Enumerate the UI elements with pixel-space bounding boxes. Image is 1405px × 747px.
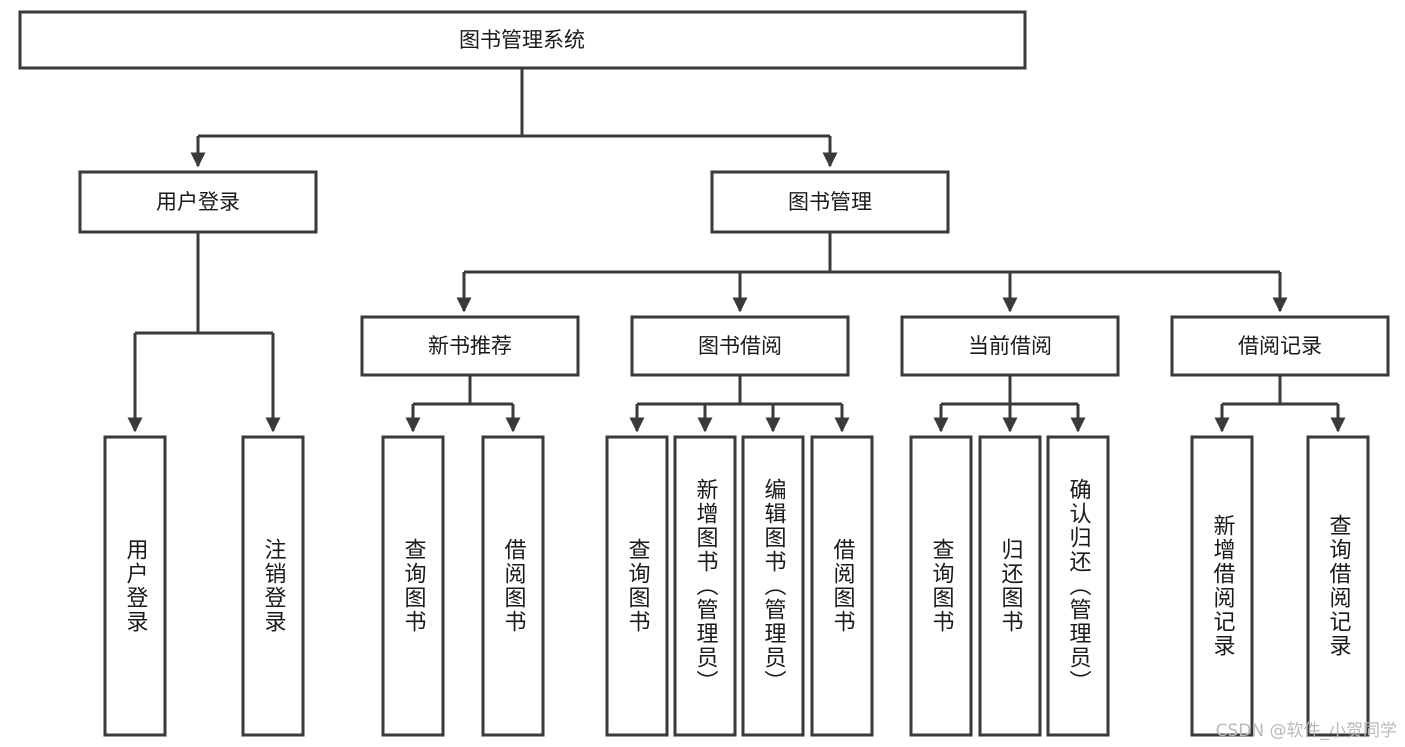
node-leaf-return-book-label: 归还图书 <box>998 538 1024 634</box>
node-leaf-query-book-rec[interactable]: 查询图书 <box>381 435 445 737</box>
node-leaf-add-record-box[interactable] <box>1190 435 1254 737</box>
node-leaf-borrow-book-rec-box[interactable] <box>481 435 545 737</box>
node-book-borrow[interactable]: 图书借阅 <box>630 315 850 377</box>
node-leaf-logout[interactable]: 注销登录 <box>241 435 305 737</box>
node-leaf-return-book-box[interactable] <box>978 435 1042 737</box>
node-user-login-label: 用户登录 <box>156 190 240 214</box>
node-leaf-logout-box[interactable] <box>241 435 305 737</box>
node-book-borrow-label: 图书借阅 <box>698 334 782 358</box>
node-leaf-add-book-label: 新增图书（管理员） <box>693 478 719 694</box>
node-leaf-query-book-bb-label: 查询图书 <box>625 538 651 634</box>
node-leaf-query-record[interactable]: 查询借阅记录 <box>1306 435 1370 737</box>
node-leaf-confirm-return[interactable]: 确认归还（管理员） <box>1046 435 1110 737</box>
node-leaf-query-record-box[interactable] <box>1306 435 1370 737</box>
node-leaf-confirm-return-label: 确认归还（管理员） <box>1066 478 1092 694</box>
node-leaf-add-book[interactable]: 新增图书（管理员） <box>673 435 737 737</box>
node-leaf-user-login-box[interactable] <box>103 435 167 737</box>
node-root-box[interactable] <box>18 10 1027 70</box>
connector-group-new-book-rec <box>405 375 521 433</box>
node-leaf-query-book-bb[interactable]: 查询图书 <box>605 435 669 737</box>
node-leaf-query-book-cb[interactable]: 查询图书 <box>909 435 973 737</box>
node-leaf-query-book-rec-label: 查询图书 <box>401 538 427 634</box>
csdn-watermark: CSDN @软件_小贺同学 <box>1215 721 1397 741</box>
node-user-login[interactable]: 用户登录 <box>78 170 318 234</box>
node-leaf-borrow-book-rec[interactable]: 借阅图书 <box>481 435 545 737</box>
node-root-label: 图书管理系统 <box>459 28 585 52</box>
connector-group-book-manage <box>456 232 1288 313</box>
node-leaf-borrow-book-rec-label: 借阅图书 <box>501 538 527 634</box>
node-leaf-edit-book-label: 编辑图书（管理员） <box>761 478 787 694</box>
node-leaf-query-book-cb-label: 查询图书 <box>929 538 955 634</box>
node-leaf-user-login-label: 用户登录 <box>123 538 149 634</box>
node-leaf-confirm-return-box[interactable] <box>1046 435 1110 737</box>
node-new-book-rec-box[interactable] <box>360 315 580 377</box>
node-current-borrow-box[interactable] <box>900 315 1120 377</box>
connector-group-root <box>190 68 838 168</box>
node-root[interactable]: 图书管理系统 <box>18 10 1027 70</box>
node-leaf-query-book-bb-box[interactable] <box>605 435 669 737</box>
node-current-borrow-label: 当前借阅 <box>968 334 1052 358</box>
node-leaf-borrow-book-bb-label: 借阅图书 <box>830 538 856 634</box>
node-book-manage[interactable]: 图书管理 <box>710 170 950 234</box>
connector-group-user-login <box>127 232 281 433</box>
node-current-borrow[interactable]: 当前借阅 <box>900 315 1120 377</box>
node-book-manage-label: 图书管理 <box>788 190 872 214</box>
node-borrow-record-box[interactable] <box>1170 315 1390 377</box>
node-new-book-rec-label: 新书推荐 <box>428 334 512 358</box>
node-new-book-rec[interactable]: 新书推荐 <box>360 315 580 377</box>
node-user-login-box[interactable] <box>78 170 318 234</box>
node-leaf-borrow-book-bb-box[interactable] <box>810 435 874 737</box>
node-leaf-edit-book[interactable]: 编辑图书（管理员） <box>741 435 805 737</box>
node-leaf-query-book-cb-box[interactable] <box>909 435 973 737</box>
connector-group-borrow-record <box>1214 375 1346 433</box>
node-leaf-return-book[interactable]: 归还图书 <box>978 435 1042 737</box>
node-leaf-add-book-box[interactable] <box>673 435 737 737</box>
node-leaf-query-record-label: 查询借阅记录 <box>1326 514 1352 658</box>
node-leaf-query-book-rec-box[interactable] <box>381 435 445 737</box>
node-leaf-edit-book-box[interactable] <box>741 435 805 737</box>
node-leaf-add-record-label: 新增借阅记录 <box>1210 514 1236 658</box>
node-leaf-borrow-book-bb[interactable]: 借阅图书 <box>810 435 874 737</box>
node-leaf-add-record[interactable]: 新增借阅记录 <box>1190 435 1254 737</box>
node-leaf-logout-label: 注销登录 <box>261 538 287 634</box>
node-borrow-record[interactable]: 借阅记录 <box>1170 315 1390 377</box>
connector-group-book-borrow <box>629 375 850 433</box>
connector-group-current-borrow <box>933 375 1086 433</box>
node-book-manage-box[interactable] <box>710 170 950 234</box>
node-book-borrow-box[interactable] <box>630 315 850 377</box>
node-borrow-record-label: 借阅记录 <box>1238 334 1322 358</box>
node-leaf-user-login[interactable]: 用户登录 <box>103 435 167 737</box>
